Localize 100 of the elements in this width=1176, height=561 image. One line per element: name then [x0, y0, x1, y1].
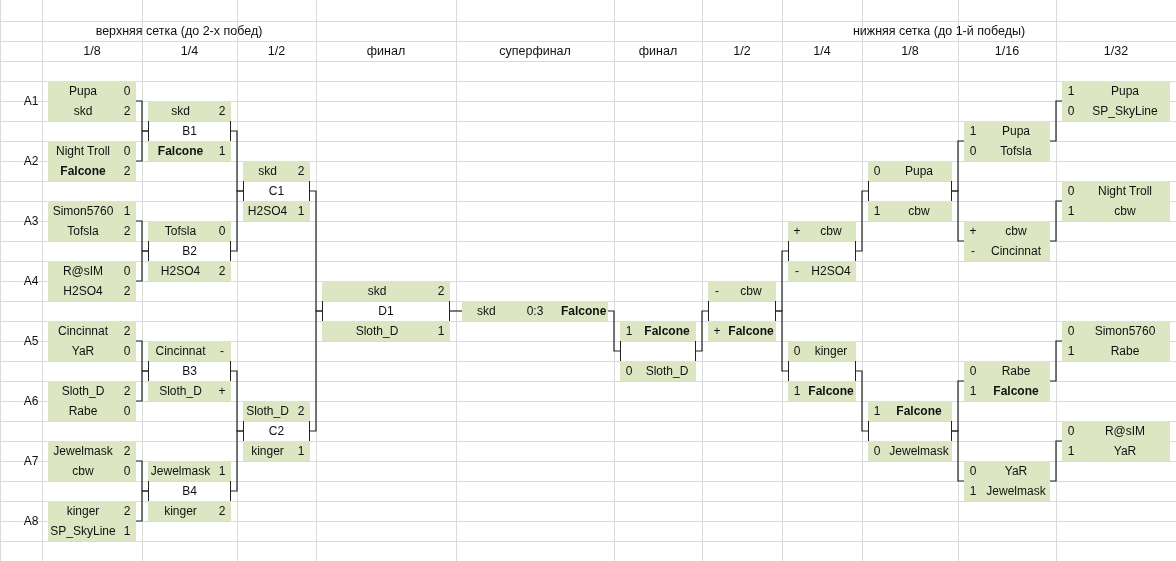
player-name: cbw — [1080, 201, 1170, 221]
score: 0 — [118, 261, 136, 281]
player-name: kinger — [48, 501, 118, 521]
match-box — [620, 321, 696, 381]
round-heading: 1/32 — [1103, 44, 1129, 58]
player-name: Sloth_D — [243, 401, 292, 421]
row-label: A6 — [23, 394, 39, 408]
bracket-line — [607, 310, 621, 352]
score: - — [788, 261, 806, 281]
player-name: Pupa — [1080, 81, 1170, 101]
match-box — [48, 441, 136, 481]
match-box — [148, 461, 231, 521]
player-name: Falcone — [559, 301, 608, 321]
player-name: SP_SkyLine — [48, 521, 118, 541]
player-name: YaR — [982, 461, 1050, 481]
player-name: Night Troll — [48, 141, 118, 161]
player-name: Night Troll — [1080, 181, 1170, 201]
round-heading: суперфинал — [499, 44, 571, 58]
player-name: Sloth_D — [322, 321, 432, 341]
score: 1 — [213, 461, 231, 481]
score: 2 — [118, 101, 136, 121]
player-name: Tofsla — [982, 141, 1050, 161]
match-box — [148, 101, 231, 161]
player-name: cbw — [48, 461, 118, 481]
score: 2 — [432, 281, 450, 301]
score: + — [213, 381, 231, 401]
series-score: 0:3 — [510, 301, 560, 321]
score: 1 — [292, 201, 310, 221]
score: 0 — [964, 361, 982, 381]
player-name: Jewelmask — [148, 461, 213, 481]
score: 2 — [118, 221, 136, 241]
round-heading: 1/4 — [813, 44, 831, 58]
match-code: B3 — [181, 363, 198, 380]
player-name: cbw — [806, 221, 856, 241]
bracket-line — [855, 370, 869, 432]
score: 0 — [788, 341, 806, 361]
player-name: H2SO4 — [48, 281, 118, 301]
score: 0 — [1062, 321, 1080, 341]
score: 0 — [213, 221, 231, 241]
score: 2 — [118, 281, 136, 301]
player-name: Rabe — [1080, 341, 1170, 361]
score: 1 — [292, 441, 310, 461]
player-name: Jewelmask — [982, 481, 1050, 501]
section-heading: верхняя сетка (до 2-х побед) — [95, 24, 263, 38]
score: + — [708, 321, 726, 341]
match-code: C1 — [267, 183, 286, 200]
row-label: A7 — [23, 454, 39, 468]
match-box — [48, 501, 136, 541]
match-box — [964, 221, 1050, 261]
match-box — [322, 281, 450, 341]
player-name: R@sIM — [1080, 421, 1170, 441]
round-heading: 1/2 — [733, 44, 751, 58]
score: 2 — [118, 321, 136, 341]
bracket-line — [1049, 340, 1063, 382]
player-name: Cincinnat — [148, 341, 213, 361]
match-box — [462, 301, 608, 321]
player-name: kinger — [243, 441, 292, 461]
round-heading: 1/8 — [901, 44, 919, 58]
score: 2 — [213, 101, 231, 121]
match-box — [148, 221, 231, 281]
player-name: Rabe — [982, 361, 1050, 381]
score: 2 — [292, 401, 310, 421]
player-name: skd — [462, 301, 511, 321]
score: 1 — [432, 321, 450, 341]
match-code: B2 — [181, 243, 198, 260]
match-box — [48, 141, 136, 181]
player-name: Falcone — [148, 141, 213, 161]
score: - — [213, 341, 231, 361]
score: 2 — [118, 161, 136, 181]
score: 1 — [964, 121, 982, 141]
player-name: Falcone — [982, 381, 1050, 401]
player-name: Tofsla — [48, 221, 118, 241]
round-heading: финал — [366, 44, 406, 58]
player-name: Pupa — [886, 161, 952, 181]
score: 1 — [213, 141, 231, 161]
score: 2 — [118, 381, 136, 401]
score: 0 — [118, 141, 136, 161]
score: 2 — [213, 501, 231, 521]
score: - — [964, 241, 982, 261]
bracket-line — [775, 310, 789, 372]
score: 1 — [118, 521, 136, 541]
player-name: H2SO4 — [148, 261, 213, 281]
match-box — [964, 121, 1050, 161]
player-name: skd — [148, 101, 213, 121]
player-name: Falcone — [806, 381, 856, 401]
score: 0 — [118, 461, 136, 481]
player-name: Sloth_D — [148, 381, 213, 401]
match-box — [868, 401, 952, 461]
match-box — [1062, 421, 1170, 461]
player-name: cbw — [982, 221, 1050, 241]
score: 0 — [118, 341, 136, 361]
row-label: A2 — [23, 154, 39, 168]
score: 0 — [964, 141, 982, 161]
player-name: Cincinnat — [982, 241, 1050, 261]
player-name: cbw — [886, 201, 952, 221]
player-name: Sloth_D — [638, 361, 696, 381]
score: 1 — [620, 321, 638, 341]
player-name: Simon5760 — [1080, 321, 1170, 341]
player-name: Pupa — [48, 81, 118, 101]
player-name: YaR — [1080, 441, 1170, 461]
